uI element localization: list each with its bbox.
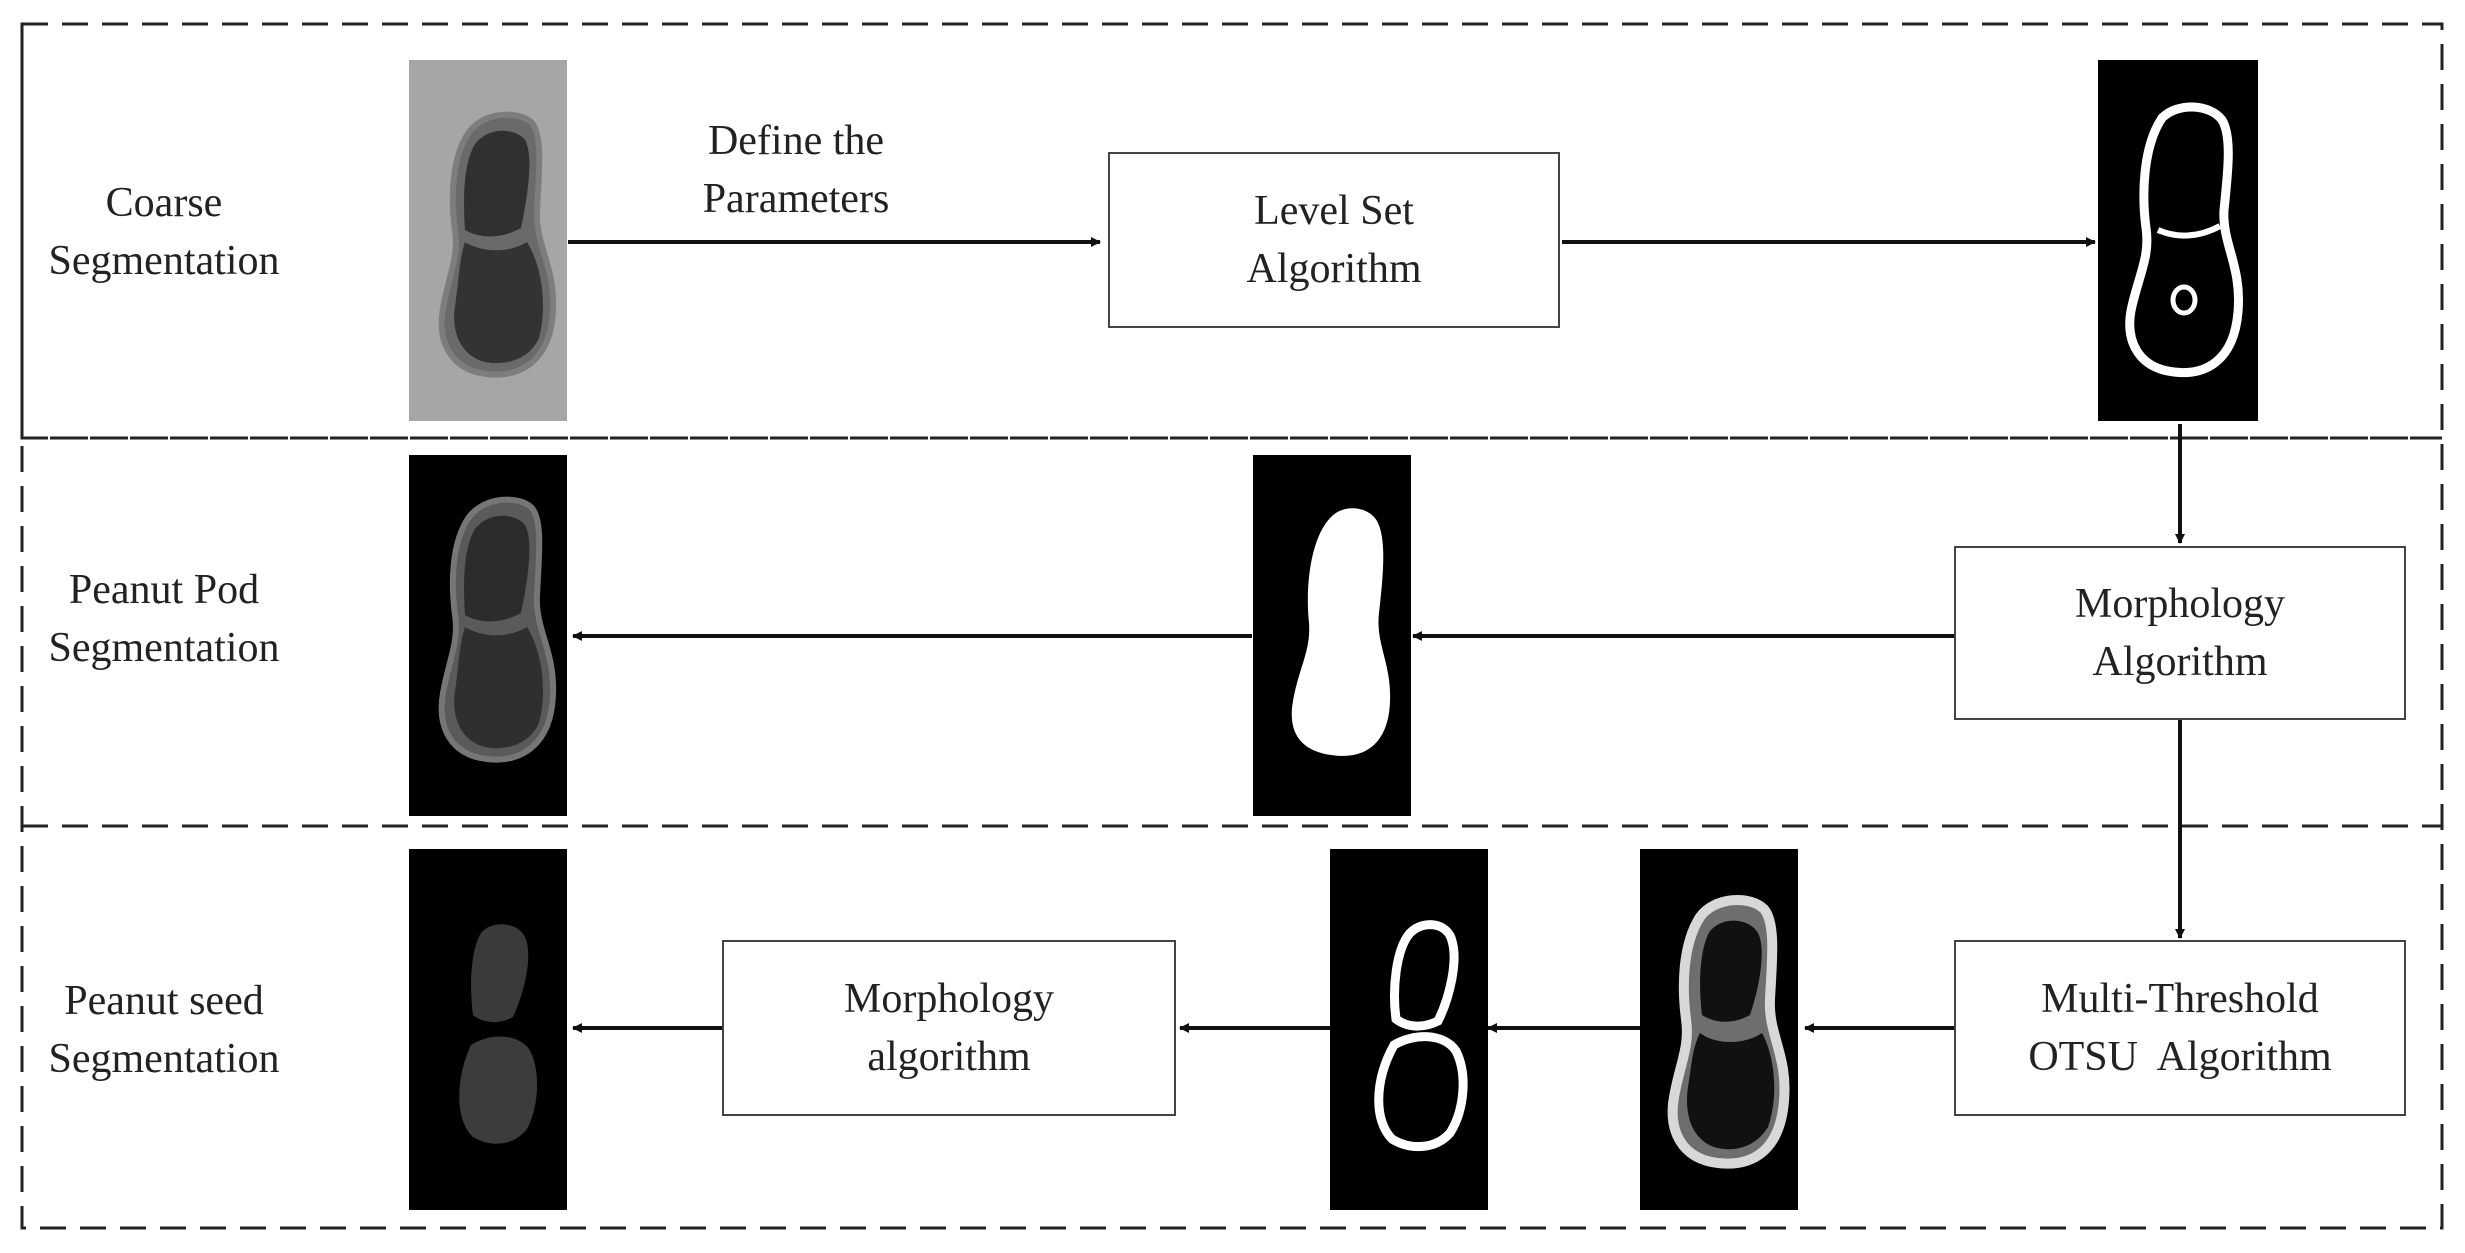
peanut-ring-mask-image [1330, 849, 1488, 1210]
morphology-main-line1: Morphology [2075, 581, 2285, 627]
stage-label-coarse: Coarse Segmentation [14, 174, 314, 290]
peanut-solid-mask-image [1253, 455, 1411, 816]
peanut-xray-image [409, 60, 567, 421]
stage-label-pod-line1: Peanut Pod [68, 567, 260, 613]
level-set-line1: Level Set [1254, 188, 1414, 234]
otsu-line1: Multi-Threshold [2041, 976, 2319, 1022]
stage-label-seed-line1: Peanut seed [64, 978, 264, 1024]
morphology-seed-box: Morphology algorithm [722, 940, 1176, 1116]
peanut-otsu-image [1640, 849, 1798, 1210]
otsu-algorithm-box: Multi-Threshold OTSU Algorithm [1954, 940, 2406, 1116]
morphology-main-line2: Algorithm [2092, 639, 2268, 685]
frame-all [20, 22, 2444, 1230]
peanut-pod-image [409, 455, 567, 816]
connectors [568, 237, 2185, 1033]
section-frames [20, 22, 2444, 1230]
morphology-seed-line1: Morphology [844, 976, 1054, 1022]
otsu-line2: OTSU Algorithm [2028, 1034, 2332, 1080]
peanut-seed-image [409, 849, 567, 1210]
stage-label-coarse-line2: Segmentation [48, 238, 280, 284]
level-set-line2: Algorithm [1246, 246, 1422, 292]
define-parameters-label: Define the Parameters [646, 112, 946, 228]
stage-label-coarse-line1: Coarse [105, 180, 223, 226]
morphology-seed-line2: algorithm [867, 1034, 1031, 1080]
peanut-contour-mask-image [2098, 60, 2258, 421]
morphology-algorithm-box: Morphology Algorithm [1954, 546, 2406, 720]
stage-label-seed: Peanut seed Segmentation [14, 972, 314, 1088]
define-parameters-line2: Parameters [702, 176, 890, 222]
stage-label-seed-line2: Segmentation [48, 1036, 280, 1082]
level-set-box: Level Set Algorithm [1108, 152, 1560, 328]
stage-label-pod-line2: Segmentation [48, 625, 280, 671]
stage-label-pod: Peanut Pod Segmentation [14, 561, 314, 677]
define-parameters-line1: Define the [707, 118, 885, 164]
